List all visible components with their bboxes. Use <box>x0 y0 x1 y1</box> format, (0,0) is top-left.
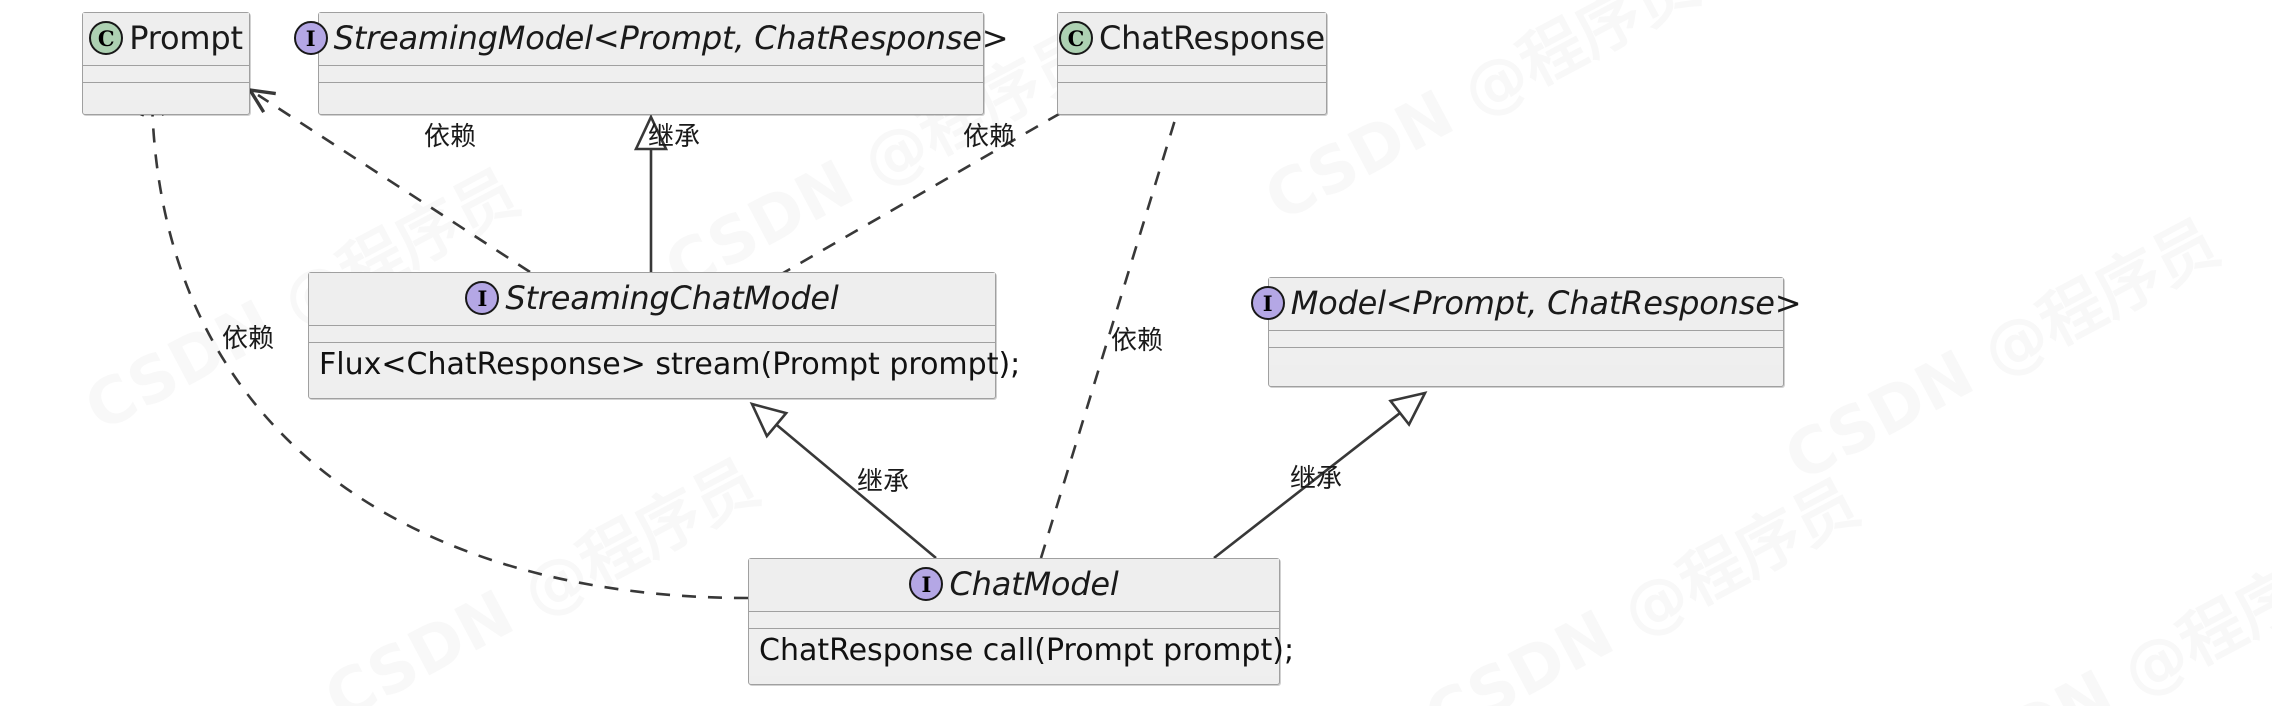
uml-edge-label-dependency: 依赖 <box>963 122 1016 152</box>
uml-node-title: Prompt <box>129 19 243 57</box>
uml-edge-label-dependency: 依赖 <box>1111 326 1164 356</box>
watermark-text: CSDN @程序员 <box>1413 466 1872 706</box>
interface-stereotype-icon: I <box>465 281 500 315</box>
uml-edge-streamingchatmodel-to-chatresponse <box>777 88 1104 278</box>
uml-edge-label-inheritance: 继承 <box>648 122 701 152</box>
inheritance-arrowhead <box>749 402 789 439</box>
uml-method-line: Flux<ChatResponse> stream(Prompt prompt)… <box>319 347 1021 382</box>
uml-method-line: ChatResponse call(Prompt prompt); <box>759 633 1295 668</box>
uml-methods-compartment <box>319 83 983 100</box>
uml-edge-line <box>765 415 937 559</box>
watermark-text: CSDN @程序员 <box>313 446 772 706</box>
uml-node-title: ChatModel <box>949 565 1119 603</box>
uml-attributes-compartment <box>309 326 995 343</box>
uml-attributes-compartment <box>319 66 983 83</box>
watermark-text: CSDN @程序员 <box>1913 526 2272 706</box>
uml-edge-line <box>257 93 531 274</box>
uml-attributes-compartment <box>749 612 1279 629</box>
class-stereotype-icon: C <box>1058 21 1093 55</box>
uml-node-title: StreamingChatModel <box>505 279 839 317</box>
uml-node-title: Model<Prompt, ChatResponse> <box>1290 284 1802 322</box>
inheritance-arrowhead <box>1388 391 1428 427</box>
uml-methods-compartment <box>83 83 249 100</box>
uml-edge-label-dependency: 依赖 <box>424 122 477 152</box>
uml-edge-label-inheritance: 继承 <box>1290 464 1343 494</box>
interface-stereotype-icon: I <box>1250 286 1285 320</box>
uml-attributes-compartment <box>1269 331 1783 348</box>
uml-node-title: StreamingModel<Prompt, ChatResponse> <box>333 19 1009 57</box>
uml-edge-line <box>777 93 1093 278</box>
uml-edge-label-dependency: 依赖 <box>222 324 275 354</box>
uml-methods-compartment: Flux<ChatResponse> stream(Prompt prompt)… <box>309 343 1021 390</box>
uml-node-title: ChatResponse <box>1098 19 1326 57</box>
uml-edge-label-inheritance: 继承 <box>857 467 910 497</box>
uml-attributes-compartment <box>83 66 249 83</box>
uml-methods-compartment <box>1058 83 1326 100</box>
uml-methods-compartment: ChatResponse call(Prompt prompt); <box>749 629 1295 676</box>
uml-attributes-compartment <box>1058 66 1326 83</box>
watermark-text: CSDN @程序员 <box>1773 206 2232 497</box>
interface-stereotype-icon: I <box>909 567 944 601</box>
uml-edge-streamingchatmodel-to-prompt <box>246 87 531 274</box>
class-stereotype-icon: C <box>89 21 124 55</box>
dependency-arrowhead <box>246 87 276 113</box>
uml-methods-compartment <box>1269 348 1783 365</box>
interface-stereotype-icon: I <box>293 21 328 55</box>
